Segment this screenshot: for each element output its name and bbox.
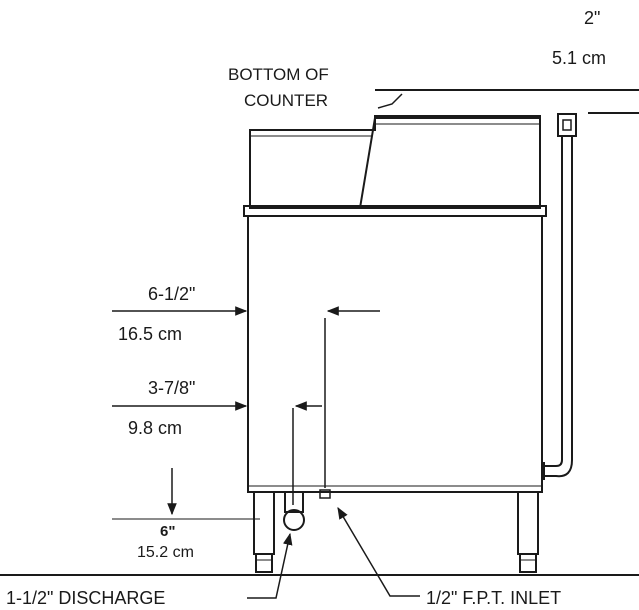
inlet-callout-leader xyxy=(337,506,420,597)
leg-right xyxy=(517,491,539,573)
discharge-callout-leader xyxy=(247,532,293,599)
discharge-offset-metric: 9.8 cm xyxy=(128,418,182,438)
top-dim-imperial: 2" xyxy=(584,8,600,28)
counter-leader xyxy=(377,93,403,109)
discharge-pipe xyxy=(283,491,305,531)
inlet-callout: 1/2" F.P.T. INLET xyxy=(426,588,561,608)
inlet-fitting xyxy=(319,489,331,499)
counter-label-line2: COUNTER xyxy=(244,91,328,110)
discharge-callout: 1-1/2" DISCHARGE xyxy=(6,588,165,608)
discharge-offset-imperial: 3-7/8" xyxy=(148,378,195,398)
counter-label-line1: BOTTOM OF xyxy=(228,65,329,84)
top-dim-metric: 5.1 cm xyxy=(552,48,606,68)
cabinet xyxy=(243,115,547,493)
height-dim-metric: 15.2 cm xyxy=(137,544,194,561)
leg-left xyxy=(253,491,275,573)
inlet-offset-imperial: 6-1/2" xyxy=(148,284,195,304)
inlet-offset-metric: 16.5 cm xyxy=(118,324,182,344)
height-dim-imperial: 6" xyxy=(160,523,175,540)
water-pipe xyxy=(543,113,577,480)
